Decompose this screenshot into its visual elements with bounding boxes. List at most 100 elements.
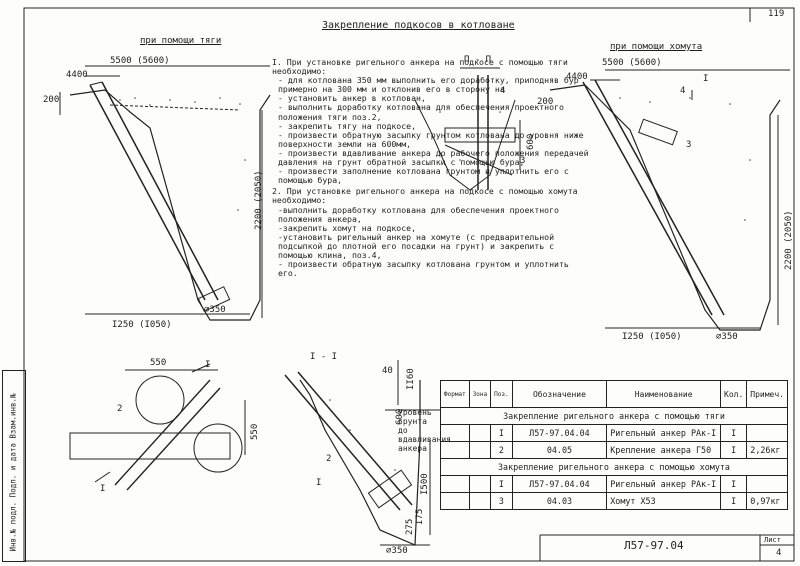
cell-code: Л57-97.04.04	[511, 475, 608, 493]
notes-heading-1: I. При установке ригельного анкера на по…	[272, 57, 568, 77]
callout-3-right: 3	[686, 140, 692, 150]
cell-note	[746, 424, 788, 442]
cell-qty: I	[719, 475, 748, 493]
note-2-2: -закрепить хомут на подкосе,	[278, 222, 417, 233]
note-2-1: -выполнить доработку котлована для обесп…	[278, 204, 559, 224]
cell-pos: 2	[490, 441, 513, 459]
col-pos: Поз.	[490, 380, 513, 408]
dim-sec-40: 40	[382, 366, 393, 376]
page-number: 119	[768, 9, 785, 19]
note-1-7: - произвести заполнение котлована грунто…	[278, 166, 569, 186]
cell-qty: I	[719, 441, 748, 459]
dim-sec-275: 275	[405, 518, 415, 535]
cell-code: 04.05	[511, 441, 608, 459]
note-1-6: - произвести вдавливание анкера до рабоч…	[278, 147, 589, 168]
right-view-drawing	[549, 69, 790, 331]
plan-mark-bottom: I	[100, 484, 106, 494]
cell-name: Крепление анкера Г50	[606, 441, 721, 459]
table-header-row: Формат Зона Поз. Обозначение Наименовани…	[440, 380, 788, 408]
col-code: Обозначение	[511, 380, 608, 408]
dim-inner-width-right: 4400	[566, 72, 588, 82]
left-view-caption: при помощи тяги	[140, 36, 222, 46]
note-1-1: - для котлована 350 мм выполнить его дор…	[278, 75, 579, 95]
group-1-title: Закрепление ригельного анкера с помощью …	[440, 407, 788, 425]
right-view-caption: при помощи хомута	[610, 42, 703, 52]
dim-inner-width-left: 4400	[66, 70, 88, 80]
group-2-title: Закрепление ригельного анкера с помощью …	[440, 458, 788, 476]
dim-plan-550-a: 550	[150, 358, 167, 368]
callout-1-right: I	[703, 74, 709, 84]
dim-bottom-left: I250 (I050)	[112, 320, 172, 330]
cell-pos: 3	[490, 492, 513, 510]
cell-note	[746, 475, 788, 493]
section-11-label: I - I	[310, 352, 338, 362]
dim-sec-1160: II60	[406, 368, 416, 390]
cell-pos: I	[490, 424, 513, 442]
dim-edge-right: 200	[537, 97, 554, 107]
note-1-2: - установить анкер в котлован,	[278, 93, 426, 104]
cell-name: Хомут Х53	[606, 492, 721, 510]
plan-mark-top: I	[205, 360, 211, 370]
installation-notes: I. При установке ригельного анкера на по…	[272, 56, 590, 278]
cell-name: Ригельный анкер РАк-I	[606, 424, 721, 442]
col-format: Формат	[440, 380, 470, 408]
dim-dia-left: ∅350	[204, 305, 226, 315]
cell-code: 04.03	[511, 492, 608, 510]
table-row: 2 04.05 Крепление анкера Г50 I 2,26кг	[440, 441, 788, 459]
callout-1-sec: I	[316, 478, 322, 488]
cell-qty: I	[719, 424, 748, 442]
sheet-frame	[23, 7, 795, 562]
dim-top-width-left: 5500 (5600)	[110, 56, 170, 66]
col-qty: Кол.	[719, 380, 748, 408]
note-1-3: - выполнить доработку котлована для обес…	[278, 102, 564, 122]
table-row: 3 04.03 Хомут Х53 I 0,97кг	[440, 492, 788, 510]
section-pp-drawing	[414, 67, 521, 191]
callout-3-pp: 3	[520, 156, 526, 166]
callout-2-sec: 2	[326, 454, 332, 464]
dim-sec-1500: I500	[420, 473, 430, 495]
dim-bottom-right: I250 (I050)	[622, 332, 682, 342]
notes-heading-2: 2. При установке ригельного анкера на по…	[272, 186, 578, 206]
callout-4-right: 4	[680, 86, 686, 96]
callout-4-pp: 4	[500, 86, 506, 96]
dim-height-right: 2200 (2050)	[784, 210, 794, 270]
title-block-code: Л57-97.04	[624, 539, 684, 552]
cell-code: Л57-97.04.04	[511, 424, 608, 442]
cell-note: 0,97кг	[746, 492, 788, 510]
note-1-5: - произвести обратную засыпку грунтом ко…	[278, 129, 584, 149]
section-pp-label: П - П	[464, 55, 492, 65]
table-row: I Л57-97.04.04 Ригельный анкер РАк-I I	[440, 424, 788, 442]
col-name: Наименование	[606, 380, 721, 408]
table-row: I Л57-97.04.04 Ригельный анкер РАк-I I	[440, 475, 788, 493]
col-zone: Зона	[468, 380, 492, 408]
dim-edge-left: 200	[43, 95, 60, 105]
side-stamp: Инв.№ подл. Подп. и дата Взам.инв.№	[2, 370, 26, 562]
dim-sec-350: ∅350	[386, 546, 408, 556]
plan-view-drawing	[69, 363, 246, 491]
cell-name: Ригельный анкер РАк-I	[606, 475, 721, 493]
cell-pos: I	[490, 475, 513, 493]
page-title: Закрепление подкосов в котловане	[322, 20, 515, 31]
sheet-number: 4	[776, 548, 782, 558]
dim-dia-right: ∅350	[716, 332, 738, 342]
dim-top-width-right: 5500 (5600)	[602, 58, 662, 68]
left-view-drawing	[59, 65, 271, 321]
specification-table: Формат Зона Поз. Обозначение Наименовани…	[440, 380, 788, 510]
dim-height-left: 2200 (2050)	[254, 170, 264, 230]
dim-plan-550-b: 550	[250, 423, 260, 440]
section-11-drawing	[284, 360, 440, 546]
soil-hatching	[119, 97, 751, 471]
col-note: Примеч.	[746, 380, 788, 408]
table-group-row: Закрепление ригельного анкера с помощью …	[440, 458, 788, 476]
note-2-3: -установить ригельный анкер на хомуте (с…	[278, 231, 555, 260]
table-group-row: Закрепление ригельного анкера с помощью …	[440, 407, 788, 425]
stamp-text: Инв.№ подл. Подп. и дата Взам.инв.№	[8, 393, 18, 552]
sheet-label: Лист	[764, 536, 781, 544]
dim-sec-175: I75	[415, 508, 425, 525]
cell-note: 2,26кг	[746, 441, 788, 459]
note-2-4: - произвести обратную засыпку котлована …	[278, 259, 569, 279]
cell-qty: I	[719, 492, 748, 510]
ground-level-label: Уровень грунта до вдавливания анкера	[398, 408, 451, 453]
